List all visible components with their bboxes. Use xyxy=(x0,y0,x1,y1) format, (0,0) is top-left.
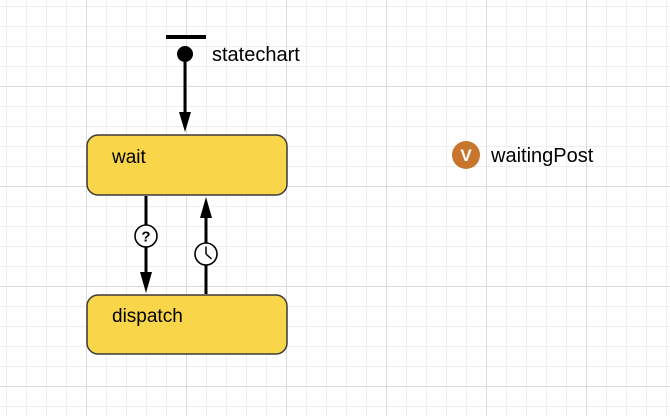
state-wait-box xyxy=(86,134,288,196)
transition-dispatch-to-wait-arrowhead xyxy=(200,197,212,218)
initial-transition[interactable] xyxy=(179,62,191,132)
variable-waitingpost[interactable]: V waitingPost xyxy=(452,141,594,169)
initial-transition-arrowhead xyxy=(179,112,191,132)
clock-icon[interactable] xyxy=(194,242,218,266)
initial-state-dot xyxy=(177,46,193,62)
variable-badge-icon xyxy=(452,141,480,169)
transition-dispatch-to-wait[interactable] xyxy=(194,197,218,294)
condition-glyph: ? xyxy=(141,229,150,246)
state-dispatch[interactable]: dispatch xyxy=(86,294,288,355)
statechart-label: statechart xyxy=(212,44,300,66)
state-dispatch-label: dispatch xyxy=(112,306,183,327)
statechart-entry[interactable]: statechart xyxy=(166,35,300,66)
state-wait-label: wait xyxy=(111,147,147,168)
condition-icon[interactable]: ? xyxy=(134,224,158,248)
transition-wait-to-dispatch[interactable]: ? xyxy=(134,196,158,293)
state-dispatch-box xyxy=(86,294,288,355)
transition-wait-to-dispatch-arrowhead xyxy=(140,272,152,293)
state-wait[interactable]: wait xyxy=(86,134,288,196)
variable-name: waitingPost xyxy=(490,145,594,167)
variable-badge-letter: V xyxy=(460,146,472,165)
